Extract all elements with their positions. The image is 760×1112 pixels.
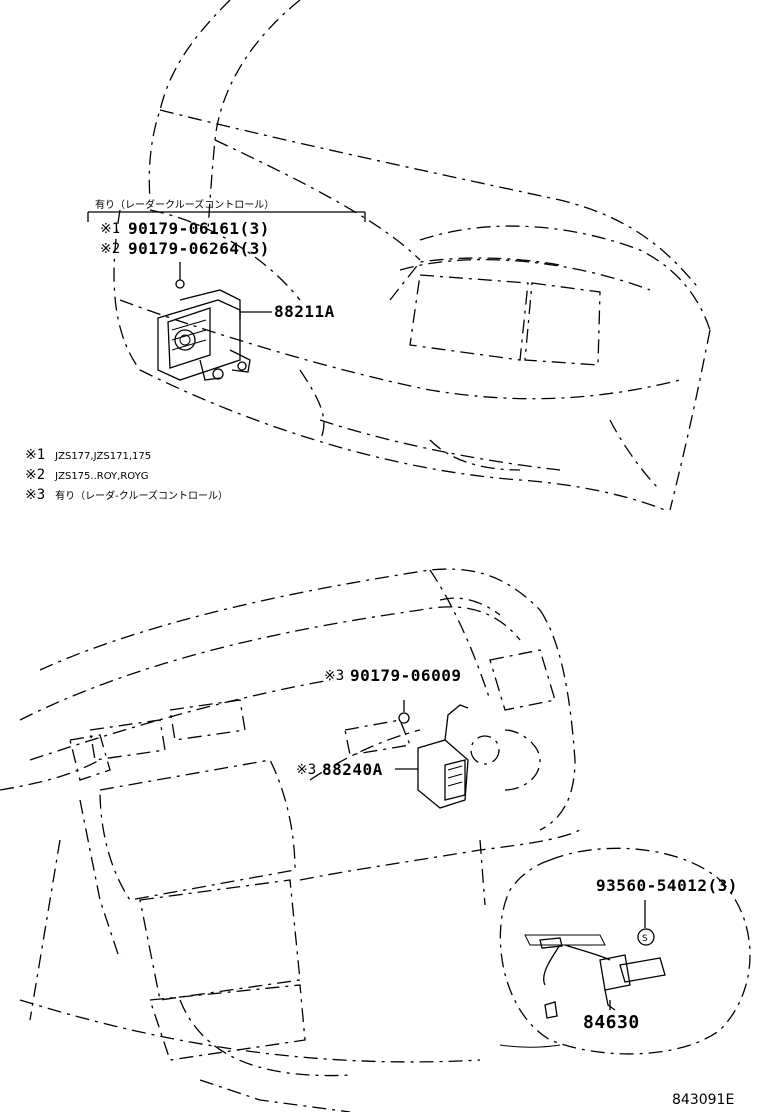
switch-part-number[interactable]: 84630: [583, 1012, 640, 1033]
bolt-2-marker: ※2: [100, 241, 121, 257]
nut-part-number[interactable]: 90179-06009: [350, 666, 462, 685]
legend: ※1 JZS177,JZS171,175 ※2 JZS175..ROY,ROYG…: [25, 446, 228, 506]
legend-marker: ※2: [25, 467, 46, 483]
legend-marker: ※3: [25, 487, 46, 503]
legend-item: ※2 JZS175..ROY,ROYG: [25, 466, 228, 486]
steering-wheel: S: [499, 847, 751, 1055]
ecu-part-number[interactable]: 88240A: [322, 760, 383, 779]
bolt-1-part-number[interactable]: 90179-06161(3): [128, 219, 270, 238]
vehicle-front-outline: [113, 0, 711, 511]
legend-text: JZS175..ROY,ROYG: [55, 471, 149, 482]
upper-group-header: 有り（レーダークルーズコントロール）: [95, 200, 275, 211]
screw-part-number[interactable]: 93560-54012(3): [596, 876, 738, 895]
legend-text: JZS177,JZS171,175: [55, 451, 152, 462]
cruise-ecu-assembly: [395, 700, 469, 809]
bolt-2-part-number[interactable]: 90179-06264(3): [128, 239, 270, 258]
legend-marker: ※1: [25, 447, 46, 463]
legend-text: 有り（レーダ-クルーズコントロール）: [55, 491, 228, 502]
legend-item: ※3 有り（レーダ-クルーズコントロール）: [25, 486, 228, 506]
upper-bracket: [87, 211, 366, 280]
nut-marker: ※3: [324, 668, 345, 684]
legend-item: ※1 JZS177,JZS171,175: [25, 446, 228, 466]
radar-sensor-assembly: [157, 279, 272, 381]
figure-code: 843091E: [672, 1092, 735, 1108]
bolt-1-marker: ※1: [100, 221, 121, 237]
lower-leaders: [609, 900, 646, 1010]
svg-text:S: S: [642, 934, 648, 944]
radar-sensor-part-number[interactable]: 88211A: [274, 302, 335, 321]
instrument-panel-outline: [0, 568, 581, 1112]
ecu-marker: ※3: [296, 762, 317, 778]
